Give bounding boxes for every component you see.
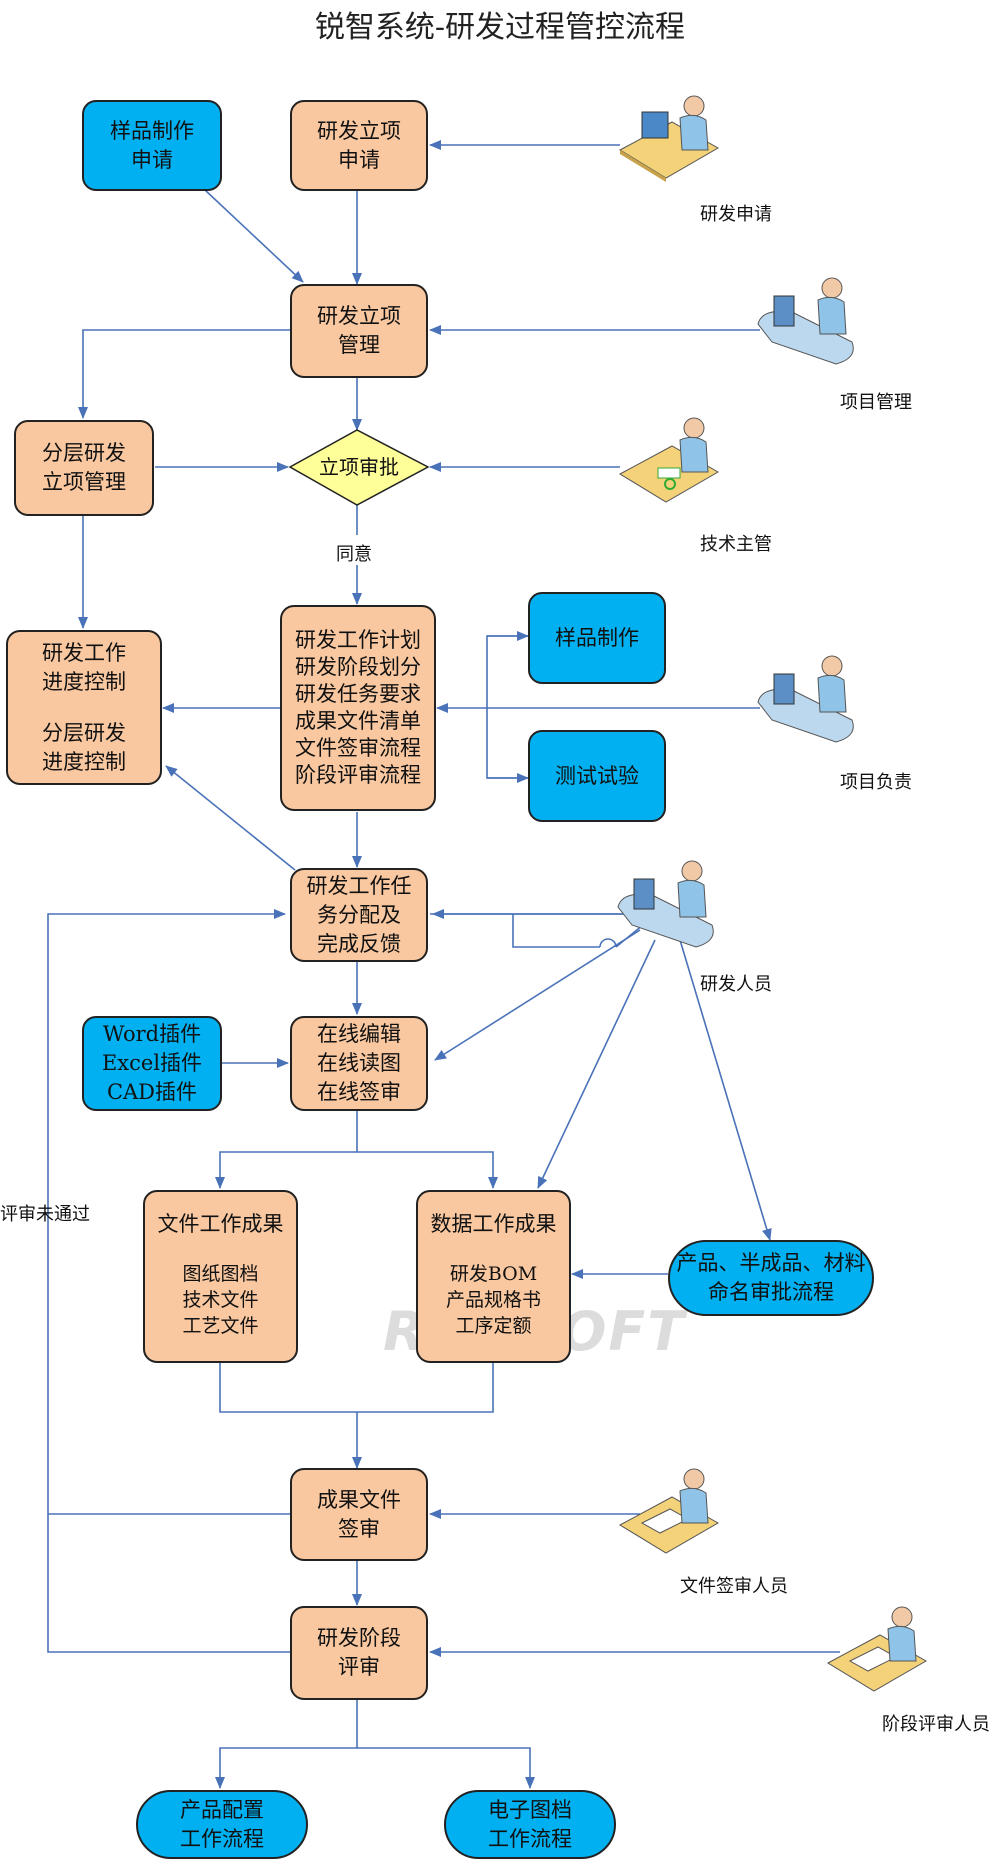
person-document-review-icon bbox=[618, 1468, 720, 1554]
node-text: 阶段评审流程 bbox=[295, 763, 421, 787]
role-project-mgmt: 项目管理 bbox=[840, 392, 912, 413]
role-rd-apply: 研发申请 bbox=[700, 204, 772, 225]
node-text: 分层研发 bbox=[42, 441, 126, 465]
node-text: 样品制作 bbox=[110, 118, 194, 143]
node-text: 务分配及 bbox=[317, 902, 401, 927]
edge-staff-to-naming bbox=[679, 939, 772, 1241]
node-text: 产品配置 bbox=[180, 1797, 264, 1822]
person-workstation-icon bbox=[617, 860, 714, 948]
node-test[interactable]: 测试试验 bbox=[528, 730, 666, 822]
edge-stage-to-edoc bbox=[357, 1747, 535, 1789]
node-title: 数据工作成果 bbox=[430, 1212, 557, 1236]
node-text: 研发工作 bbox=[42, 640, 126, 665]
node-text: 样品制作 bbox=[555, 625, 639, 650]
edge-staff-to-data bbox=[537, 939, 656, 1189]
node-doc-result[interactable]: 文件工作成果 图纸图档 技术文件 工艺文件 bbox=[143, 1190, 298, 1363]
node-sample-make[interactable]: 样品制作 bbox=[528, 592, 666, 684]
node-text: 产品、半成品、材料 bbox=[676, 1251, 866, 1275]
person-signing-icon bbox=[618, 417, 720, 503]
role-tech-lead: 技术主管 bbox=[700, 534, 772, 555]
role-rd-staff: 研发人员 bbox=[700, 974, 772, 995]
node-text: 电子图档 bbox=[488, 1797, 572, 1822]
node-naming-approval[interactable]: 产品、半成品、材料 命名审批流程 bbox=[668, 1240, 874, 1316]
node-text: 申请 bbox=[338, 147, 380, 172]
edge-manage-to-layer bbox=[78, 329, 290, 419]
node-text: 研发工作计划 bbox=[295, 628, 421, 652]
node-online[interactable]: 在线编辑 在线读图 在线签审 bbox=[290, 1016, 428, 1111]
node-e-doc[interactable]: 电子图档 工作流程 bbox=[444, 1790, 616, 1859]
role-project-owner: 项目负责 bbox=[840, 772, 912, 793]
edge-task-to-progress bbox=[165, 765, 296, 871]
edge-online-to-doc bbox=[215, 1111, 358, 1189]
node-stage-review[interactable]: 研发阶段 评审 bbox=[290, 1606, 428, 1700]
edge-stage-to-config bbox=[215, 1700, 358, 1789]
node-text: 在线编辑 bbox=[317, 1022, 401, 1046]
edge-label-review-failed: 评审未通过 bbox=[0, 1204, 90, 1225]
node-text: 进度控制 bbox=[42, 749, 126, 774]
node-text: 完成反馈 bbox=[317, 931, 401, 956]
node-data-result[interactable]: 数据工作成果 研发BOM 产品规格书 工序定额 bbox=[416, 1190, 571, 1363]
approval-diamond[interactable] bbox=[288, 429, 430, 506]
node-text: 研发阶段划分 bbox=[295, 655, 421, 679]
diagram-title: 锐智系统-研发过程管控流程 bbox=[314, 10, 686, 45]
node-text: 评审 bbox=[338, 1655, 380, 1679]
node-text: 工作流程 bbox=[180, 1826, 264, 1851]
person-workstation-icon bbox=[757, 277, 854, 365]
node-text: 图纸图档 bbox=[182, 1263, 259, 1285]
node-text: 产品规格书 bbox=[445, 1289, 541, 1311]
node-text: 命名审批流程 bbox=[708, 1280, 834, 1304]
node-layer-manage[interactable]: 分层研发 立项管理 bbox=[14, 420, 154, 516]
node-progress-control[interactable]: 研发工作 进度控制 分层研发 进度控制 bbox=[6, 630, 162, 785]
role-doc-signer: 文件签审人员 bbox=[680, 1576, 788, 1597]
node-rd-manage[interactable]: 研发立项 管理 bbox=[290, 284, 428, 378]
node-text: 研发立项 bbox=[317, 118, 401, 143]
role-stage-reviewer: 阶段评审人员 bbox=[882, 1714, 990, 1735]
node-text: 管理 bbox=[338, 333, 380, 357]
approval-label: 立项审批 bbox=[319, 455, 399, 479]
person-desk-icon bbox=[618, 95, 720, 182]
node-text: 成果文件清单 bbox=[295, 709, 421, 733]
node-text: 研发立项 bbox=[317, 304, 401, 328]
edge-plan-branches bbox=[486, 635, 528, 779]
edge-label-agree: 同意 bbox=[336, 544, 372, 565]
edge-results-merge bbox=[219, 1363, 494, 1413]
node-text: 分层研发 bbox=[42, 720, 126, 745]
node-text: 文件签审流程 bbox=[295, 736, 421, 760]
node-text: 研发阶段 bbox=[317, 1626, 401, 1650]
node-text: Excel插件 bbox=[101, 1051, 203, 1075]
node-title: 文件工作成果 bbox=[157, 1212, 284, 1236]
edge-review-failed-loop bbox=[47, 909, 290, 1653]
node-text: 工艺文件 bbox=[182, 1315, 259, 1337]
node-text: 在线读图 bbox=[317, 1051, 401, 1075]
node-rd-plan[interactable]: 研发工作计划 研发阶段划分 研发任务要求 成果文件清单 文件签审流程 阶段评审流… bbox=[280, 605, 436, 811]
node-text: 研发BOM bbox=[449, 1263, 538, 1285]
node-product-config[interactable]: 产品配置 工作流程 bbox=[136, 1790, 308, 1859]
node-text: 进度控制 bbox=[42, 669, 126, 694]
node-rd-request[interactable]: 研发立项 申请 bbox=[290, 100, 428, 191]
node-text: 研发任务要求 bbox=[295, 682, 421, 706]
node-sample-request[interactable]: 样品制作 申请 bbox=[82, 100, 222, 191]
person-workstation-icon bbox=[757, 655, 854, 743]
node-text: 在线签审 bbox=[317, 1080, 401, 1104]
node-text: 立项管理 bbox=[42, 470, 126, 494]
node-text: 申请 bbox=[131, 147, 173, 172]
node-sign-review[interactable]: 成果文件 签审 bbox=[290, 1468, 428, 1561]
node-text: 研发工作任 bbox=[306, 873, 412, 898]
node-text: 工作流程 bbox=[488, 1826, 572, 1851]
node-text: 工序定额 bbox=[455, 1315, 532, 1337]
node-text: 技术文件 bbox=[182, 1289, 259, 1311]
node-text: 测试试验 bbox=[555, 763, 639, 788]
person-document-review-icon bbox=[826, 1606, 928, 1692]
node-text: 成果文件 bbox=[317, 1487, 401, 1512]
node-text: 签审 bbox=[338, 1516, 380, 1541]
node-task-assign[interactable]: 研发工作任 务分配及 完成反馈 bbox=[290, 868, 428, 962]
node-text: Word插件 bbox=[102, 1022, 202, 1046]
edge-staff-to-online bbox=[434, 929, 641, 1061]
edge-sample-to-manage bbox=[204, 189, 304, 283]
node-text: CAD插件 bbox=[106, 1080, 198, 1104]
node-plugins[interactable]: Word插件 Excel插件 CAD插件 bbox=[82, 1016, 222, 1111]
